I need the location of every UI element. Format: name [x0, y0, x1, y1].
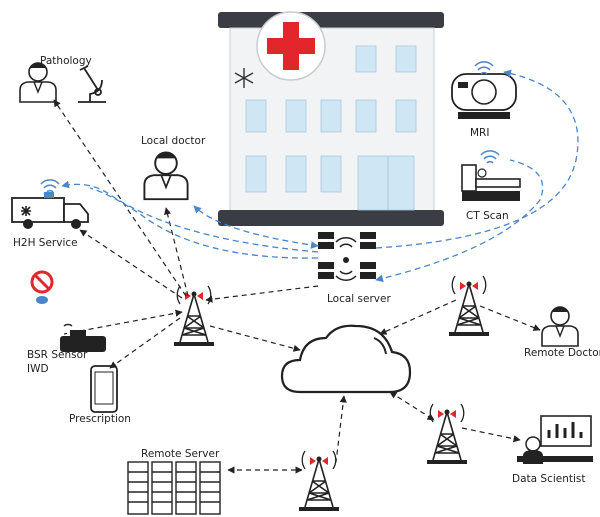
- link-local-server-ct: [375, 159, 544, 283]
- prescription-label: Prescription: [69, 413, 131, 425]
- link-tower-pathology: [53, 99, 187, 297]
- mri-label: MRI: [470, 127, 489, 139]
- local-doctor-label: Local doctor: [141, 135, 206, 147]
- link-tower-phone: [109, 317, 181, 369]
- bsr-sensor-icon: [30, 270, 54, 304]
- cell-tower-east-icon: [426, 403, 468, 465]
- ct-scan-label: CT Scan: [466, 210, 509, 222]
- link-tower-sensor: [63, 309, 183, 335]
- network-links: [53, 99, 541, 474]
- cloud-icon: [280, 324, 412, 394]
- h2h-service-label: H2H Service: [13, 237, 78, 249]
- local-links: [61, 69, 579, 283]
- link-cloud-east-tower: [389, 391, 435, 421]
- link-tower-ambulance: [79, 229, 183, 299]
- cell-tower-south-icon: [298, 450, 340, 512]
- remote-server-label: Remote Server: [141, 448, 220, 460]
- pathology-doctor-icon: [19, 62, 57, 103]
- ct-scan-machine-icon: [461, 150, 521, 201]
- cell-tower-west-icon: [173, 285, 215, 347]
- link-ne-tower-remote-doctor: [479, 305, 541, 331]
- local-doctor-icon: [143, 151, 189, 201]
- star-of-life-icon: [234, 68, 254, 88]
- mri-machine-icon: [451, 61, 517, 119]
- remote-server-icon: [127, 461, 221, 515]
- data-scientist-icon: [517, 415, 593, 464]
- link-east-tower-data-scientist: [461, 427, 521, 443]
- remote-doctor-label: Remote Doctor: [524, 347, 600, 359]
- cell-tower-northeast-icon: [448, 275, 490, 337]
- link-tower-local-server: [205, 285, 319, 303]
- bsr-sensor-label: BSR Sensor: [27, 349, 88, 361]
- remote-doctor-icon: [541, 306, 579, 347]
- link-tower-local-doctor: [164, 207, 189, 297]
- pathology-label: Pathology: [40, 55, 92, 67]
- link-ne-tower-cloud: [379, 299, 457, 335]
- local-server-icon: [318, 232, 376, 281]
- ambulance-icon: [11, 179, 89, 229]
- link-cloud-south-tower: [335, 395, 347, 463]
- link-local-server-local-doctor: [193, 205, 319, 249]
- iwd-label: IWD: [27, 363, 49, 375]
- link-tower-cloud: [209, 325, 301, 352]
- data-scientist-label: Data Scientist: [512, 473, 586, 485]
- red-cross-icon: [267, 22, 315, 70]
- link-local-server-ambulance: [61, 180, 319, 253]
- wrist-sensor-icon: [60, 323, 106, 352]
- local-server-label: Local server: [327, 293, 391, 305]
- link-local-server-ambulance-2: [89, 187, 319, 259]
- smartphone-icon: [90, 365, 118, 413]
- microscope-icon: [78, 65, 106, 103]
- hospital-building-icon: [218, 11, 444, 226]
- link-local-server-mri: [375, 69, 579, 249]
